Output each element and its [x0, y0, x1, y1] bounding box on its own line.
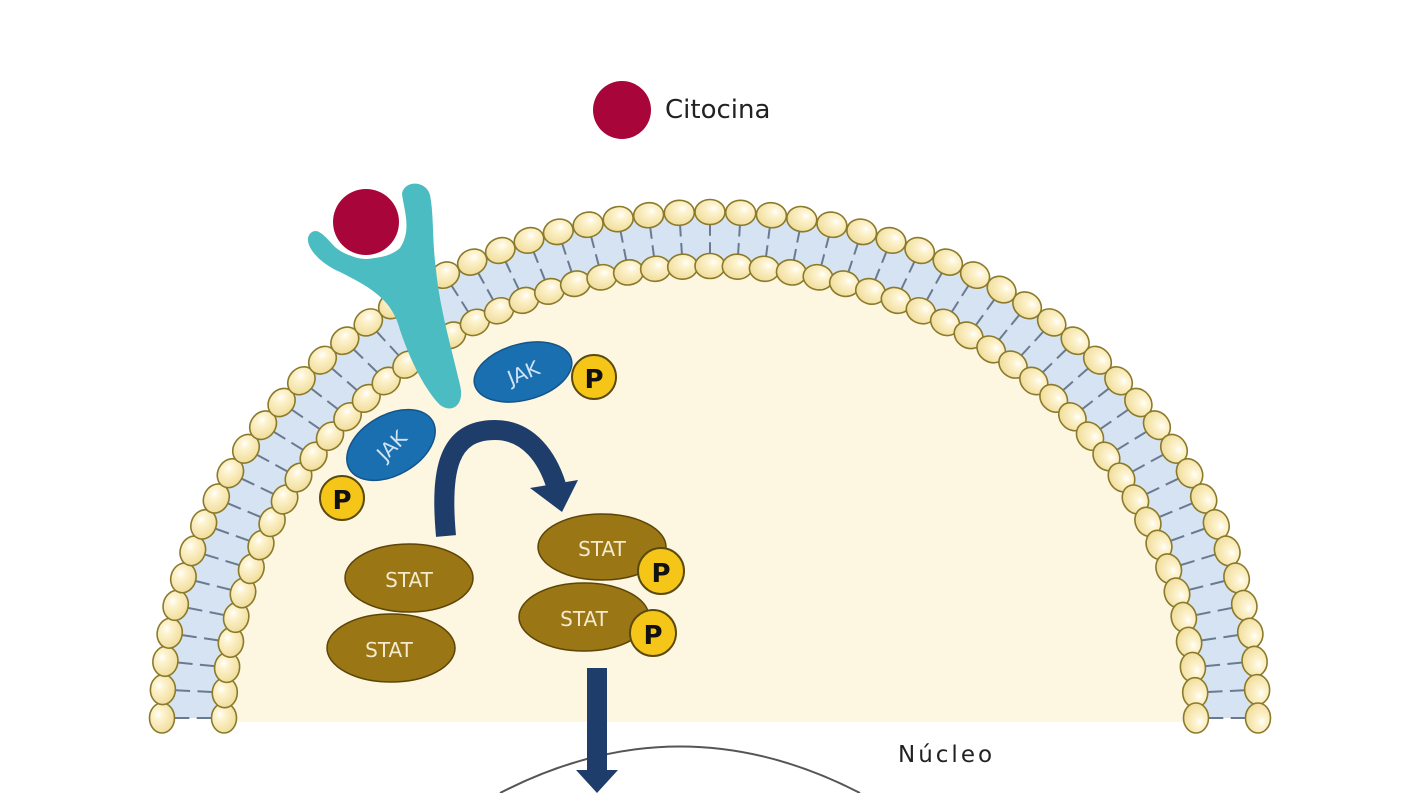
stat-left-pair: STAT STAT [326, 543, 474, 683]
cytoplasm [224, 266, 1196, 722]
lipid-head [666, 253, 699, 281]
nucleus-label: Núcleo [898, 742, 995, 768]
straight-arrow-head [576, 770, 618, 793]
bound-cytokine-icon [333, 189, 399, 255]
lipid-head [1182, 702, 1210, 734]
jak-top: JAK P [473, 341, 617, 403]
cytokine-receptor [307, 183, 462, 409]
stat-shape [537, 513, 667, 581]
phosphate-icon [319, 475, 365, 521]
phosphate-label: P [332, 486, 351, 516]
lipid-head [1244, 702, 1272, 734]
cytokine-legend-label: Citocina [665, 95, 770, 125]
lipid-head [663, 199, 696, 227]
lipid-head [149, 673, 177, 706]
curved-arrow-head [530, 480, 578, 512]
stat-label: STAT [385, 568, 433, 592]
legend: Citocina [593, 81, 770, 139]
phosphate-label: P [584, 365, 603, 395]
lipid-head [694, 198, 726, 226]
jak-left: JAK P [319, 408, 436, 521]
phosphorylation-arrow [434, 419, 578, 537]
phosphate-label: P [651, 559, 670, 589]
nuclear-translocation-arrow [576, 668, 618, 793]
stat-label: STAT [578, 537, 626, 561]
phosphate-icon [629, 609, 677, 657]
cytokine-legend-icon [593, 81, 651, 139]
jak-top-shape [473, 341, 573, 403]
lipid-head [1243, 673, 1271, 706]
phosphate-icon [637, 547, 685, 595]
phosphate-icon [571, 354, 617, 400]
stat-shape [344, 543, 474, 613]
membrane-outer-leaflet [148, 198, 1272, 734]
lipid-head [694, 252, 726, 280]
stat-shape [326, 613, 456, 683]
nucleus-membrane [499, 745, 861, 793]
stat-right-pair: STAT STAT P P [518, 513, 685, 657]
lipid-head [724, 199, 757, 227]
curved-arrow-shaft [434, 419, 566, 537]
stat-label: STAT [560, 607, 608, 631]
lipid-head [148, 702, 176, 734]
jak-left-shape [346, 408, 436, 482]
membrane-inner-leaflet [210, 252, 1210, 734]
lipid-head [721, 253, 754, 281]
straight-arrow-shaft [587, 668, 607, 774]
lipid-head [632, 201, 665, 229]
receptor-icon [307, 183, 462, 409]
stat-label: STAT [365, 638, 413, 662]
phosphate-label: P [643, 621, 662, 651]
